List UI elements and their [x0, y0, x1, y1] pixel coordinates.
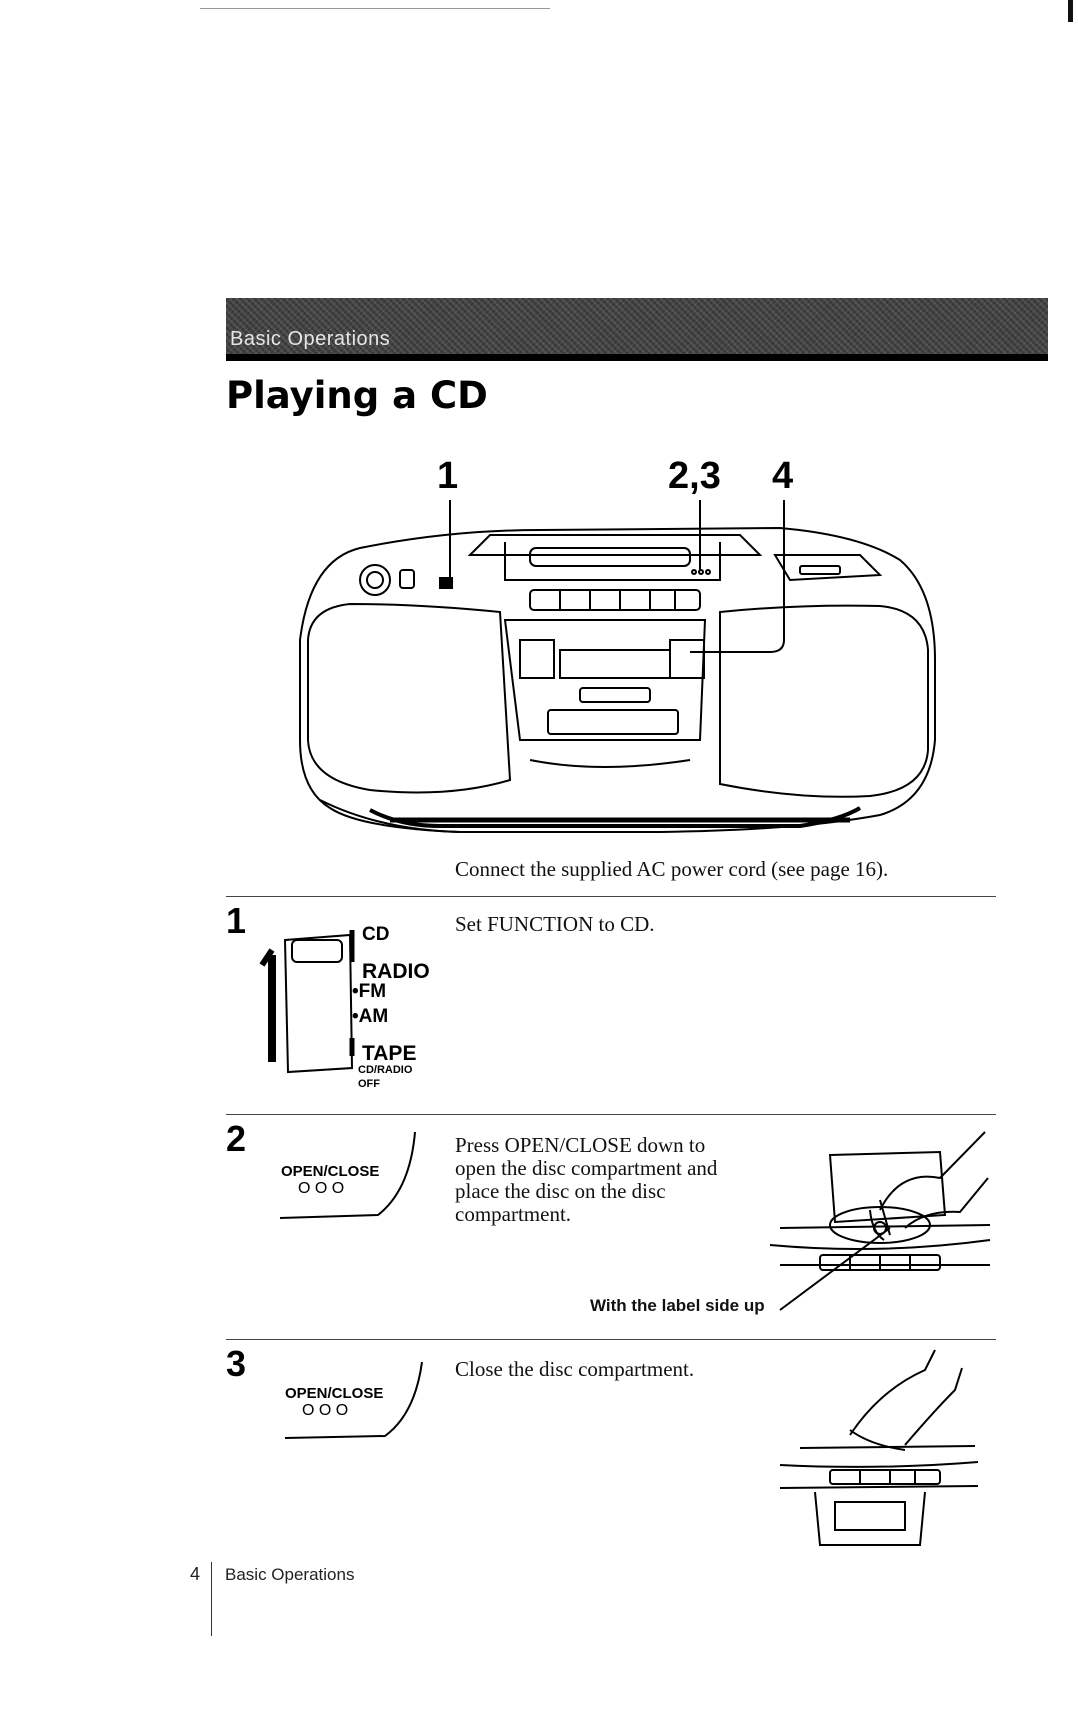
section-banner [226, 298, 1048, 360]
switch-label-fm: •FM [352, 981, 387, 1002]
footer-divider [211, 1562, 212, 1636]
crop-mark [1068, 0, 1073, 22]
step-2-text-line: open the disc compartment and [455, 1156, 718, 1180]
callout-1: 1 [437, 455, 459, 497]
divider-3 [226, 1339, 996, 1340]
step-2-button-label: OPEN/CLOSE [281, 1163, 380, 1180]
step-2-text-line: Press OPEN/CLOSE down to [455, 1133, 706, 1157]
step-2-number: 2 [226, 1118, 247, 1159]
footer-page-number: 4 [190, 1564, 201, 1584]
divider-1 [226, 896, 996, 897]
callout-4: 4 [772, 455, 794, 497]
step-3-button-dots: O O O [302, 1402, 349, 1419]
top-rule [200, 8, 550, 9]
section-banner-bar [226, 354, 1048, 361]
footer-section: Basic Operations [225, 1565, 355, 1584]
step-3-text: Close the disc compartment. [455, 1357, 695, 1381]
switch-label-cdradio: CD/RADIO [358, 1064, 413, 1076]
step-2-text: Press OPEN/CLOSE down to open the disc c… [455, 1134, 717, 1226]
step-3-number: 3 [226, 1343, 247, 1384]
step-1-number: 1 [226, 900, 247, 941]
step-3-button-label: OPEN/CLOSE [285, 1385, 384, 1402]
switch-label-radio: RADIO [362, 960, 430, 983]
step-2-caption: With the label side up [590, 1296, 765, 1315]
callout-2-3: 2,3 [668, 455, 721, 497]
page-title: Playing a CD [226, 374, 488, 417]
switch-label-tape: TAPE [362, 1042, 417, 1065]
step-2-text-line: compartment. [455, 1202, 572, 1226]
cd-radio-cassette-illustration [299, 500, 936, 833]
step-2-button-dots: O O O [298, 1180, 345, 1197]
switch-label-off: OFF [358, 1078, 380, 1090]
switch-label-cd: CD [362, 924, 390, 945]
step-2-text-line: place the disc on the disc [455, 1179, 666, 1203]
intro-text: Connect the supplied AC power cord (see … [455, 857, 889, 881]
step-1-text: Set FUNCTION to CD. [455, 912, 655, 936]
switch-label-am: •AM [352, 1006, 389, 1027]
section-banner-label: Basic Operations [230, 328, 391, 350]
divider-2 [226, 1114, 996, 1115]
